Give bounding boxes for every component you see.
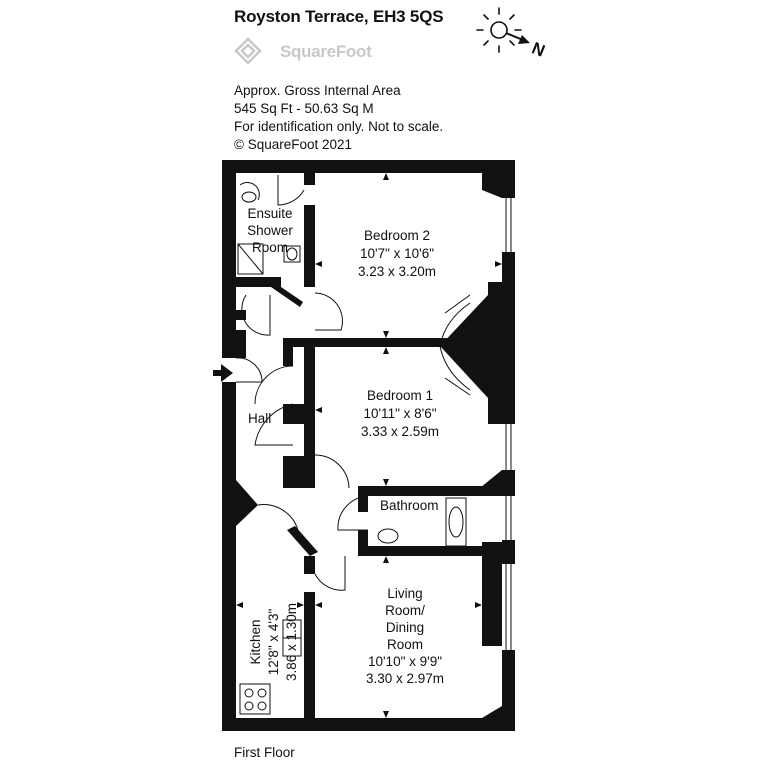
area-info-line: For identification only. Not to scale. [234,119,444,134]
area-info: Approx. Gross Internal Area 545 Sq Ft - … [234,82,443,154]
door-swings [235,175,369,591]
room-label-hall: Hall [248,411,271,426]
area-info-line: © SquareFoot 2021 [234,137,353,152]
page-title: Royston Terrace, EH3 5QS [234,7,444,26]
floor-label: First Floor [234,745,295,760]
fixtures [237,182,471,715]
dimension-arrows [236,173,502,718]
brand-name: SquareFoot [280,42,372,61]
windows [505,198,512,650]
room-label-bathroom: Bathroom [380,498,439,513]
compass-sun-icon [476,7,530,53]
squarefoot-logo-icon [234,37,262,65]
walls [222,160,515,731]
entrance-arrow-icon [213,364,233,382]
area-info-line: 545 Sq Ft - 50.63 Sq M [234,101,374,116]
area-info-line: Approx. Gross Internal Area [234,83,401,98]
